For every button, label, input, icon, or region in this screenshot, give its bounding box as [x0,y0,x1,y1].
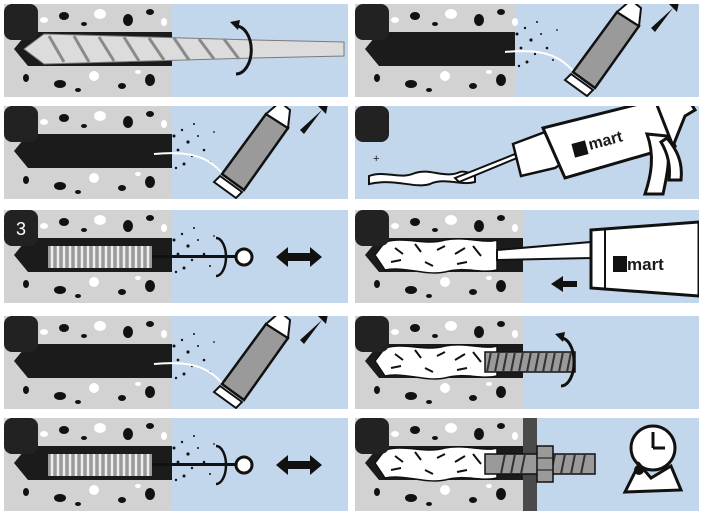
step-blow-panel [4,106,348,199]
step-brush-again-panel [4,418,348,511]
resin-fill [374,238,498,274]
svg-text:+: + [373,153,379,165]
step-badge [355,4,389,40]
step-badge [4,106,38,142]
svg-text:mart: mart [627,255,664,274]
step-cure-panel [355,418,699,511]
step-badge [355,210,389,246]
drill-hole [14,134,172,168]
double-arrow-icon [276,455,322,475]
smart-logo: mart [613,255,664,274]
svg-text:3: 3 [16,219,26,239]
drill-hole [365,32,515,66]
threaded-rod-icon [484,351,576,373]
step-dispense-waste-panel: + mart [355,106,699,199]
step-badge [4,4,38,40]
cartridge-gun-icon [453,106,698,196]
step-blow-again-panel [4,316,348,409]
left-arrow-icon [551,276,577,292]
step-insert-rod-panel [355,316,699,409]
cure-time-clock-icon [622,424,684,494]
step-final-blow-panel [355,4,699,97]
cartridge-icon [589,220,699,298]
resin-fill [374,344,498,380]
step-badge [355,418,389,454]
drill-hole [14,344,172,378]
rotate-arrow-icon [560,336,576,388]
step-badge [355,316,389,352]
nut-icon [536,445,554,483]
step-brush-panel: 3 [4,210,348,303]
resin-fill [374,446,498,482]
step-drill-panel [4,4,348,97]
rotate-arrow-icon [235,24,253,76]
step-inject-panel: mart [355,210,699,303]
double-arrow-icon [276,247,322,267]
drill-bit-icon [23,33,345,65]
step-badge: 3 [4,210,38,246]
step-badge [355,106,389,142]
step-badge [4,418,38,454]
step-badge [4,316,38,352]
